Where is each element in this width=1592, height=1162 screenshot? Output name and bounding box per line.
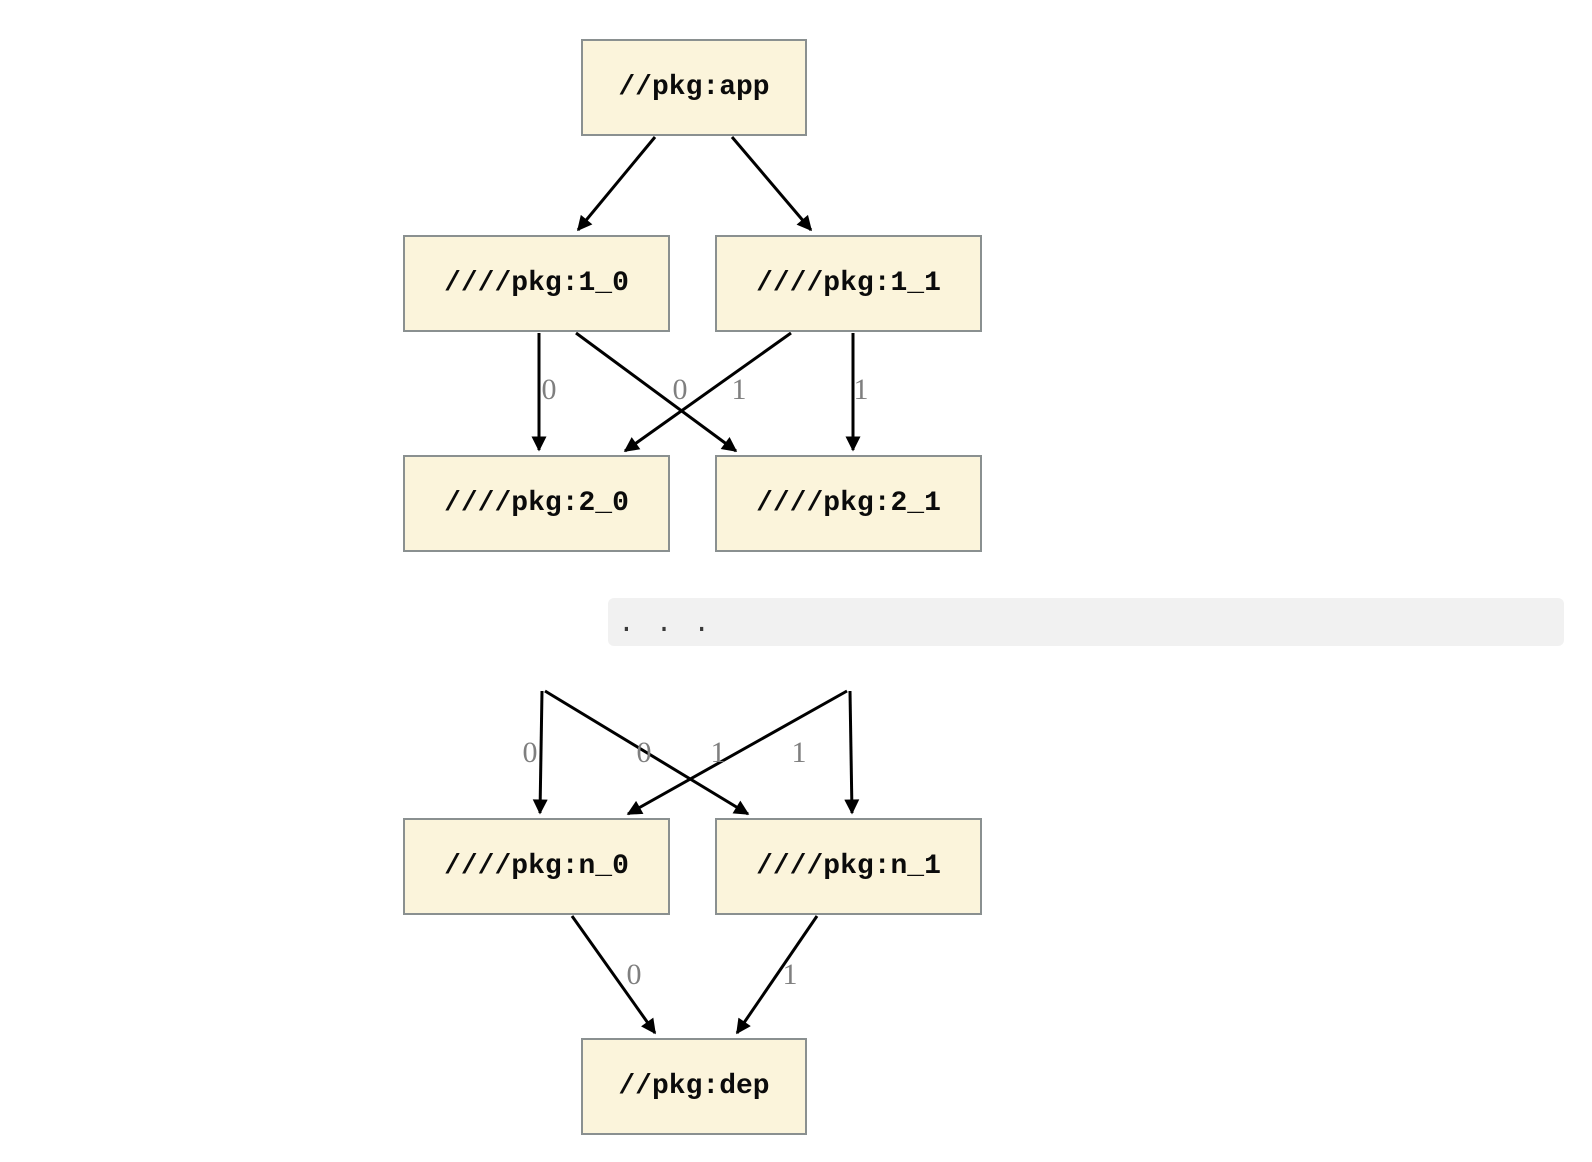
node-pkg-n-1: ////pkg:n_1 [715,818,982,915]
edge-label-stub-to-n-1-cross: 1 [710,736,726,769]
ellipsis-code-block: . . . [608,598,1564,646]
edge-label-stub-to-n-0-cross: 0 [636,736,652,769]
edge-1-1-to-2-0 [623,331,792,453]
node-pkg-1-0: ////pkg:1_0 [403,235,670,332]
edge-label-n-0-to-dep: 0 [626,958,642,991]
node-pkg-2-1-label: ////pkg:2_1 [756,488,941,519]
ellipsis-text: . . . [618,609,713,640]
node-pkg-n-1-label: ////pkg:n_1 [756,851,941,882]
edge-label-n-1-to-dep: 1 [782,958,798,991]
edge-app-to-1-0 [576,136,657,232]
node-pkg-2-0-label: ////pkg:2_0 [444,488,629,519]
edge-n-0-to-dep [570,915,657,1035]
edge-1-0-to-2-1 [575,331,738,453]
edge-label-1-0-to-2-0: 0 [541,373,557,406]
edge-stub-to-n-1-cross [544,689,750,816]
edge-n-1-to-dep [735,915,819,1035]
edge-label-stub-to-n-1-straight: 1 [791,736,807,769]
edge-stub-to-n-0-straight [532,690,548,815]
edge-stub-to-n-1-straight [844,690,860,815]
node-pkg-n-0: ////pkg:n_0 [403,818,670,915]
node-pkg-dep-label: //pkg:dep [618,1071,770,1102]
edge-label-1-1-to-2-1: 1 [853,373,869,406]
node-pkg-app: //pkg:app [581,39,807,136]
edge-label-1-1-to-2-0: 0 [672,373,688,406]
node-pkg-2-0: ////pkg:2_0 [403,455,670,552]
node-pkg-1-0-label: ////pkg:1_0 [444,268,629,299]
edge-label-stub-to-n-0-straight: 0 [522,736,538,769]
node-pkg-dep: //pkg:dep [581,1038,807,1135]
edge-label-1-0-to-2-1: 1 [731,373,747,406]
node-pkg-n-0-label: ////pkg:n_0 [444,851,629,882]
node-pkg-2-1: ////pkg:2_1 [715,455,982,552]
node-pkg-1-1: ////pkg:1_1 [715,235,982,332]
node-pkg-app-label: //pkg:app [618,72,770,103]
node-pkg-1-1-label: ////pkg:1_1 [756,268,941,299]
edge-app-to-1-1 [730,136,813,232]
edge-stub-to-n-0-cross [626,689,848,816]
